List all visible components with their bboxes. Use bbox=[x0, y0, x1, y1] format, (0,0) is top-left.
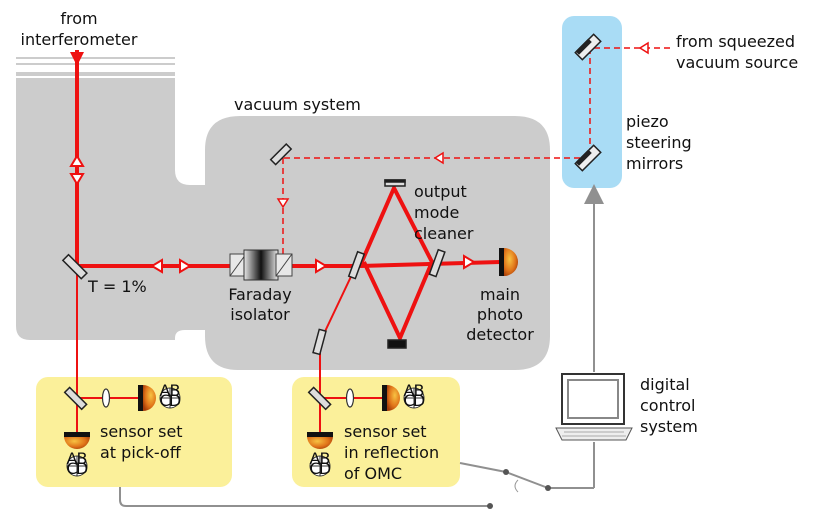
label-of-omc: of OMC bbox=[344, 464, 402, 483]
omc-input-mirror bbox=[347, 250, 366, 280]
label-photo: photo bbox=[477, 305, 523, 324]
switch-contacts bbox=[487, 469, 551, 509]
label-interferometer: interferometer bbox=[21, 30, 138, 49]
faraday-isolator bbox=[229, 249, 293, 281]
svg-text:D: D bbox=[169, 391, 181, 410]
quadrant-sensor-1: A B C D bbox=[159, 381, 181, 410]
label-faraday: Faraday bbox=[228, 285, 291, 304]
label-from: from bbox=[60, 9, 97, 28]
label-vacuum-system: vacuum system bbox=[234, 95, 361, 114]
pd-omc-down bbox=[307, 432, 333, 449]
quadrant-sensor-3: A B C D bbox=[403, 381, 425, 410]
svg-text:D: D bbox=[413, 391, 425, 410]
svg-text:C: C bbox=[309, 459, 320, 478]
omc-top-mirror-back bbox=[384, 179, 406, 183]
computer-icon bbox=[555, 373, 633, 441]
label-from-squeezed: from squeezed bbox=[676, 32, 795, 51]
lenses bbox=[101, 388, 355, 408]
label-sensor-set-2: sensor set bbox=[344, 422, 427, 441]
label-vacuum-source: vacuum source bbox=[676, 53, 798, 72]
cables bbox=[119, 184, 604, 507]
label-steering: steering bbox=[626, 133, 692, 152]
label-main: main bbox=[480, 285, 520, 304]
pickoff-mirror bbox=[61, 253, 88, 280]
piezo-mirrors bbox=[574, 33, 602, 172]
label-sensor-set-1: sensor set bbox=[100, 422, 183, 441]
label-digital: digital bbox=[640, 375, 690, 394]
squeezed-markers bbox=[276, 41, 649, 209]
omc-output-mirror bbox=[428, 248, 446, 278]
label-isolator: isolator bbox=[230, 305, 290, 324]
label-in-reflection: in reflection bbox=[344, 443, 439, 462]
label-at-pickoff: at pick-off bbox=[100, 443, 182, 462]
main-photodetector bbox=[499, 248, 518, 276]
svg-text:D: D bbox=[76, 459, 88, 478]
label-transmission: T = 1% bbox=[87, 277, 147, 296]
label-piezo: piezo bbox=[626, 112, 669, 131]
omc-bottom-mirror bbox=[387, 339, 407, 349]
text-labels: from interferometer from squeezed vacuum… bbox=[21, 9, 799, 483]
omc-reflection-mirror bbox=[312, 328, 327, 356]
label-system: system bbox=[640, 417, 698, 436]
svg-text:A: A bbox=[160, 381, 171, 400]
label-control: control bbox=[640, 396, 695, 415]
switch-arrow bbox=[514, 479, 519, 493]
mirrors bbox=[61, 143, 446, 411]
quadrant-sensor-2: A B C D bbox=[66, 449, 88, 478]
svg-text:D: D bbox=[319, 459, 331, 478]
svg-text:C: C bbox=[403, 391, 414, 410]
svg-text:B: B bbox=[77, 449, 88, 468]
pd-omc-right bbox=[382, 385, 400, 411]
label-detector: detector bbox=[466, 325, 534, 344]
svg-text:C: C bbox=[66, 459, 77, 478]
svg-text:A: A bbox=[67, 449, 78, 468]
pd-pickoff-right bbox=[138, 385, 156, 411]
quadrant-sensor-4: A B C D bbox=[309, 449, 331, 478]
svg-text:C: C bbox=[159, 391, 170, 410]
svg-text:B: B bbox=[414, 381, 425, 400]
label-output: output bbox=[414, 182, 467, 201]
svg-text:A: A bbox=[404, 381, 415, 400]
label-mode: mode bbox=[414, 203, 459, 222]
label-cleaner: cleaner bbox=[414, 224, 474, 243]
pd-pickoff-down bbox=[64, 432, 90, 449]
sensor-mirror-1 bbox=[63, 386, 88, 411]
squeeze-injection-mirror bbox=[269, 143, 293, 166]
label-mirrors: mirrors bbox=[626, 154, 683, 173]
sensor-mirror-2 bbox=[307, 386, 332, 411]
piezo-region bbox=[562, 16, 622, 188]
svg-text:A: A bbox=[310, 449, 321, 468]
svg-text:B: B bbox=[170, 381, 181, 400]
beam-direction-markers bbox=[69, 154, 476, 274]
svg-text:B: B bbox=[320, 449, 331, 468]
input-arrowhead bbox=[70, 52, 84, 66]
